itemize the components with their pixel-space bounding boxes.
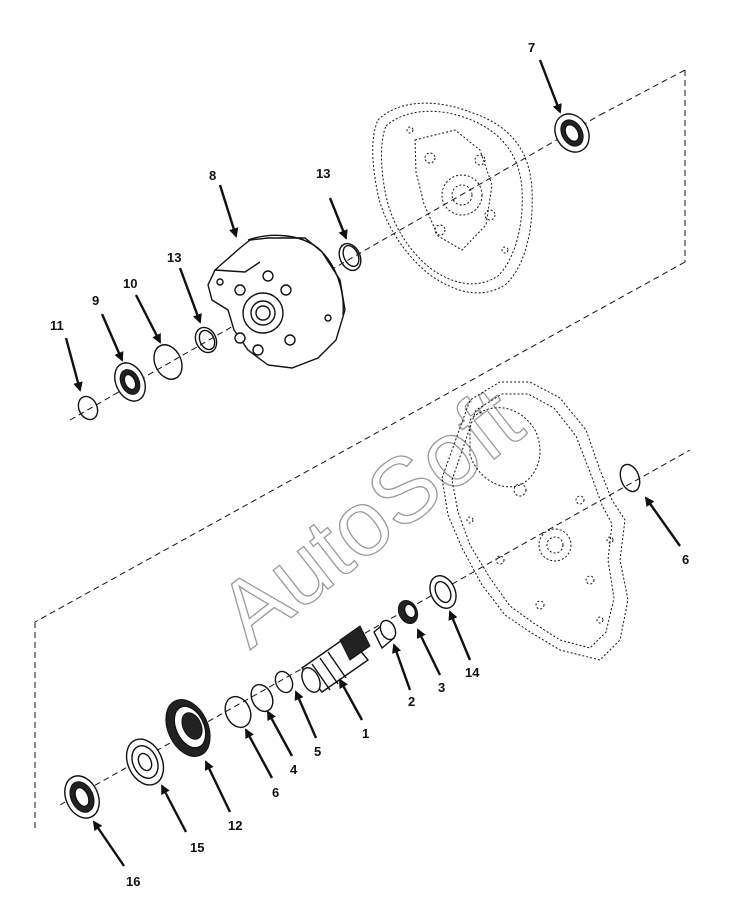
callout-labels: 7 8 13 13 10 9 11 6 14 3 2 1 5 4 6 12 15…	[50, 40, 689, 889]
o-ring-part-6-right	[619, 463, 641, 493]
callout-2: 2	[408, 694, 415, 709]
ring-part-6-lower	[224, 695, 252, 729]
watermark-text: AutoSoft	[200, 368, 541, 666]
callout-6-lower: 6	[272, 785, 279, 800]
callout-4: 4	[290, 762, 298, 777]
seal-part-7	[554, 113, 590, 153]
callout-3: 3	[438, 680, 445, 695]
arrow-5	[294, 690, 318, 739]
arrow-10	[134, 294, 162, 344]
callout-14: 14	[465, 665, 480, 680]
ring-part-4	[250, 683, 274, 713]
callout-arrows	[64, 59, 681, 867]
callout-7: 7	[528, 40, 535, 55]
arrow-6-right	[644, 496, 681, 547]
callout-5: 5	[314, 744, 321, 759]
arrow-8	[218, 184, 239, 238]
lower-housing	[441, 381, 629, 661]
arrow-4	[266, 710, 294, 757]
callout-11: 11	[50, 318, 64, 333]
alignment-lines	[34, 69, 691, 828]
snap-ring-part-13-upper	[338, 242, 362, 272]
callout-16: 16	[126, 874, 140, 889]
arrow-12	[204, 760, 232, 813]
callout-13-lower: 13	[167, 250, 181, 265]
snap-ring-part-11	[77, 395, 99, 421]
arrow-13-lower	[178, 267, 202, 324]
callout-9: 9	[92, 293, 99, 308]
bearing-part-15	[125, 738, 165, 786]
shaft-part-1	[300, 625, 371, 693]
ring-part-10	[153, 344, 183, 380]
gear-part-12	[165, 699, 211, 757]
washer-part-14	[429, 575, 457, 609]
upper-housing	[372, 102, 533, 294]
arrow-14	[448, 610, 472, 661]
cover-housing-part-8	[207, 234, 346, 369]
bushing-part-2	[373, 619, 397, 650]
ring-part-5	[274, 670, 294, 694]
arrow-7	[538, 59, 562, 114]
callout-12: 12	[228, 818, 242, 833]
arrow-9	[100, 313, 124, 362]
arrow-6-lower	[244, 728, 274, 779]
arrow-13-upper	[328, 197, 348, 240]
callout-15: 15	[190, 840, 204, 855]
callout-13-upper: 13	[316, 166, 330, 181]
callout-6-right: 6	[682, 552, 689, 567]
arrow-15	[160, 784, 188, 833]
callout-1: 1	[362, 726, 369, 741]
arrow-2	[392, 643, 412, 691]
bearing-part-9	[114, 362, 146, 402]
arrow-11	[64, 337, 83, 392]
callout-8: 8	[209, 168, 216, 183]
arrow-3	[416, 628, 442, 676]
snap-ring-part-13-lower	[194, 326, 218, 354]
needle-bearing-part-3	[397, 599, 419, 625]
seal-part-16	[64, 775, 100, 819]
callout-10: 10	[123, 276, 137, 291]
arrow-16	[92, 820, 125, 867]
arrow-1	[338, 678, 364, 721]
